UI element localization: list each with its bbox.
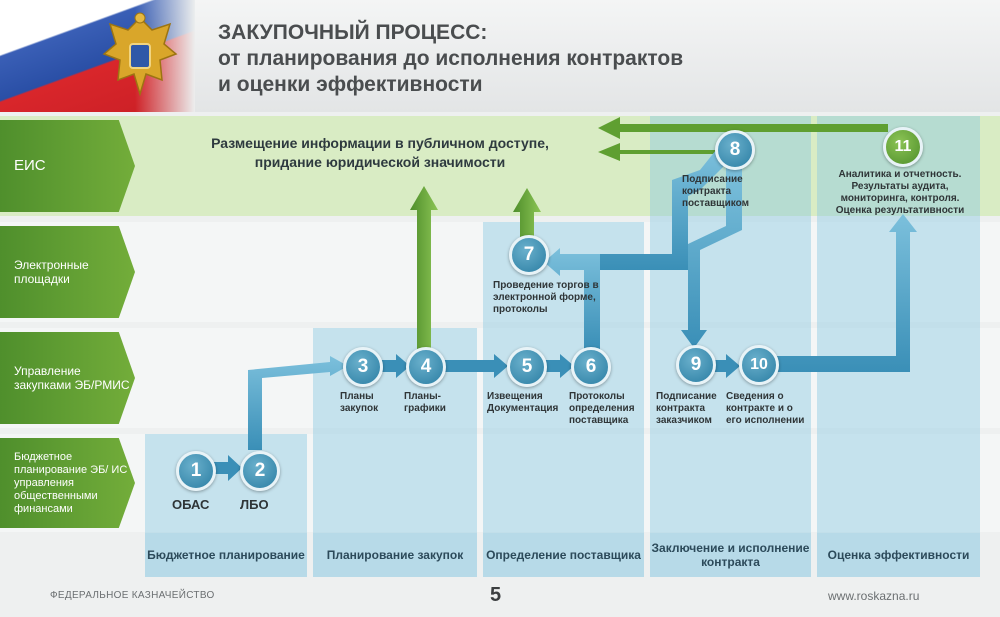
arrow-11-to-eis-left [598, 117, 888, 139]
arrow-5-to-6 [543, 354, 574, 378]
label-node-3: Планы закупок [340, 391, 379, 414]
header: ЗАКУПОЧНЫЙ ПРОЦЕСС: от планирования до и… [0, 0, 1000, 112]
title-line-3: и оценки эффективности [218, 73, 483, 96]
arrow-6-to-7 [544, 248, 600, 350]
node-3: 3 [343, 347, 383, 387]
arrow-2-to-3 [248, 356, 348, 450]
footer-organization: ФЕДЕРАЛЬНОЕ КАЗНАЧЕЙСТВО [50, 590, 215, 601]
label-node-5: Извещения Документация [487, 391, 559, 414]
column-budget-planning [145, 434, 307, 533]
arrow-7-to-eis [513, 188, 541, 240]
label-node-2: ЛБО [240, 497, 269, 512]
label-node-4: Планы-графики [404, 391, 446, 414]
eis-description-line-1: Размещение информации в публичном доступ… [211, 135, 549, 151]
node-6: 6 [571, 347, 611, 387]
node-7: 7 [509, 235, 549, 275]
eis-description-line-2: придание юридической значимости [254, 154, 506, 170]
node-2: 2 [240, 451, 280, 491]
node-8: 8 [715, 130, 755, 170]
caption-procurement-planning: Планирование закупок [313, 533, 477, 577]
caption-supplier-selection: Определение поставщика [483, 533, 644, 577]
row-band-platforms [0, 222, 1000, 322]
title-line-1: ЗАКУПОЧНЫЙ ПРОЦЕСС: [218, 21, 488, 44]
row-label-procurement: Управление закупками ЭБ/РМИС [0, 332, 135, 424]
footer-website-link[interactable]: www.roskazna.ru [828, 589, 920, 603]
page-number: 5 [490, 584, 502, 606]
node-5: 5 [507, 347, 547, 387]
arrow-4-to-eis [410, 186, 438, 350]
row-band-eis [0, 116, 1000, 216]
label-node-10: Сведения о контракте и о его исполнении [726, 391, 805, 426]
arrow-3-to-4 [378, 354, 410, 378]
arrow-10-to-11 [776, 214, 917, 372]
arrow-9-to-10 [710, 354, 740, 378]
row-band-budget [0, 434, 1000, 532]
label-node-6: Протоколы определения поставщика [569, 391, 635, 426]
caption-budget-planning: Бюджетное планирование [145, 533, 307, 577]
arrow-8-to-9 [681, 166, 742, 348]
arrow-4-to-5 [444, 354, 508, 378]
treasury-emblem-icon [102, 12, 178, 97]
label-node-9: Подписание контракта заказчиком [656, 391, 717, 426]
caption-contract: Заключение и исполнение контракта [650, 533, 811, 577]
node-1: 1 [176, 451, 216, 491]
page-title: ЗАКУПОЧНЫЙ ПРОЦЕСС: от планирования до и… [218, 20, 683, 98]
row-band-procurement [0, 328, 1000, 428]
node-10: 10 [739, 345, 779, 385]
title-line-2: от планирования до исполнения контрактов [218, 47, 684, 70]
node-11: 11 [883, 127, 923, 167]
node-9: 9 [676, 345, 716, 385]
label-node-7: Проведение торгов в электронной форме, п… [493, 280, 599, 315]
row-label-platforms: Электронные площадки [0, 226, 135, 318]
label-node-1: ОБАС [172, 497, 210, 512]
row-label-eis: ЕИС [0, 120, 135, 212]
label-node-11: Аналитика и отчетность. Результаты аудит… [835, 169, 965, 216]
row-label-budget: Бюджетное планирование ЭБ/ ИС управления… [0, 438, 135, 528]
arrow-7-to-8 [600, 150, 730, 270]
label-node-8: Подписание контракта поставщиком [682, 174, 750, 209]
caption-evaluation: Оценка эффективности [817, 533, 980, 577]
eis-description: Размещение информации в публичном доступ… [160, 134, 600, 172]
arrow-1-to-2 [210, 455, 242, 481]
arrow-8-to-eis-left [598, 143, 716, 161]
node-4: 4 [406, 347, 446, 387]
